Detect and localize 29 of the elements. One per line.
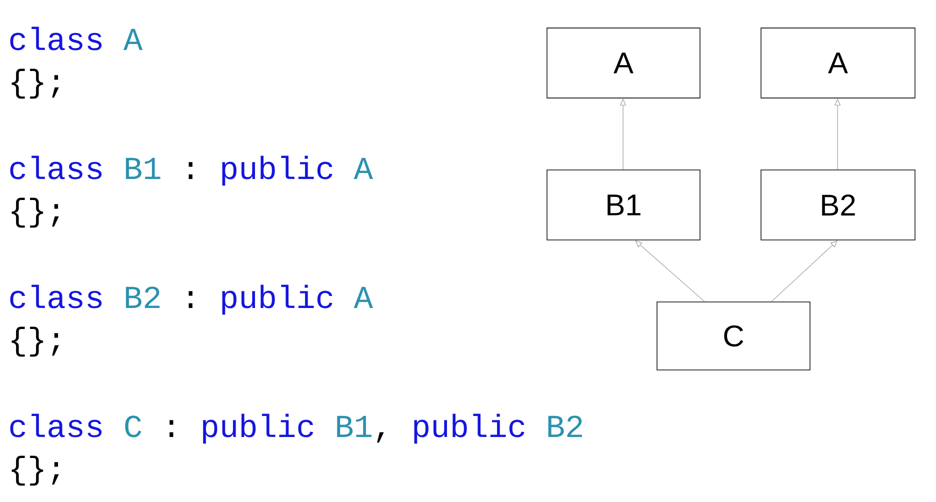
code-punctuation: : bbox=[170, 420, 174, 437]
code-keyword: class bbox=[10, 26, 102, 50]
code-punctuation: {}; bbox=[12, 68, 59, 99]
code-identifier: B1 bbox=[337, 416, 372, 437]
class-box: A bbox=[546, 28, 700, 98]
code-punctuation: {}; bbox=[12, 456, 59, 486]
code-identifier: B1 bbox=[126, 158, 160, 179]
code-keyword: public bbox=[222, 156, 332, 186]
code-punctuation: {}; bbox=[12, 198, 59, 228]
code-punctuation: {}; bbox=[12, 326, 59, 357]
code-punctuation: : bbox=[188, 291, 192, 308]
code-keyword: class bbox=[10, 414, 102, 438]
code-identifier: C bbox=[125, 416, 142, 438]
code-identifier: A bbox=[123, 28, 143, 50]
code-keyword: class bbox=[10, 284, 102, 308]
code-identifier: B2 bbox=[126, 286, 160, 308]
code-keyword: class bbox=[10, 156, 102, 180]
code-punctuation: : bbox=[188, 162, 192, 179]
code-keyword: public bbox=[203, 414, 314, 444]
code-keyword: public bbox=[414, 414, 524, 444]
code-identifier: B2 bbox=[548, 416, 582, 437]
class-box: C bbox=[656, 302, 810, 370]
code-identifier: A bbox=[354, 158, 373, 179]
class-box: B2 bbox=[760, 170, 916, 240]
code-keyword: public bbox=[222, 284, 332, 315]
code-punctuation: , bbox=[377, 432, 384, 443]
code-identifier: A bbox=[354, 286, 373, 308]
class-box: B1 bbox=[546, 170, 700, 240]
class-box: A bbox=[760, 28, 916, 98]
